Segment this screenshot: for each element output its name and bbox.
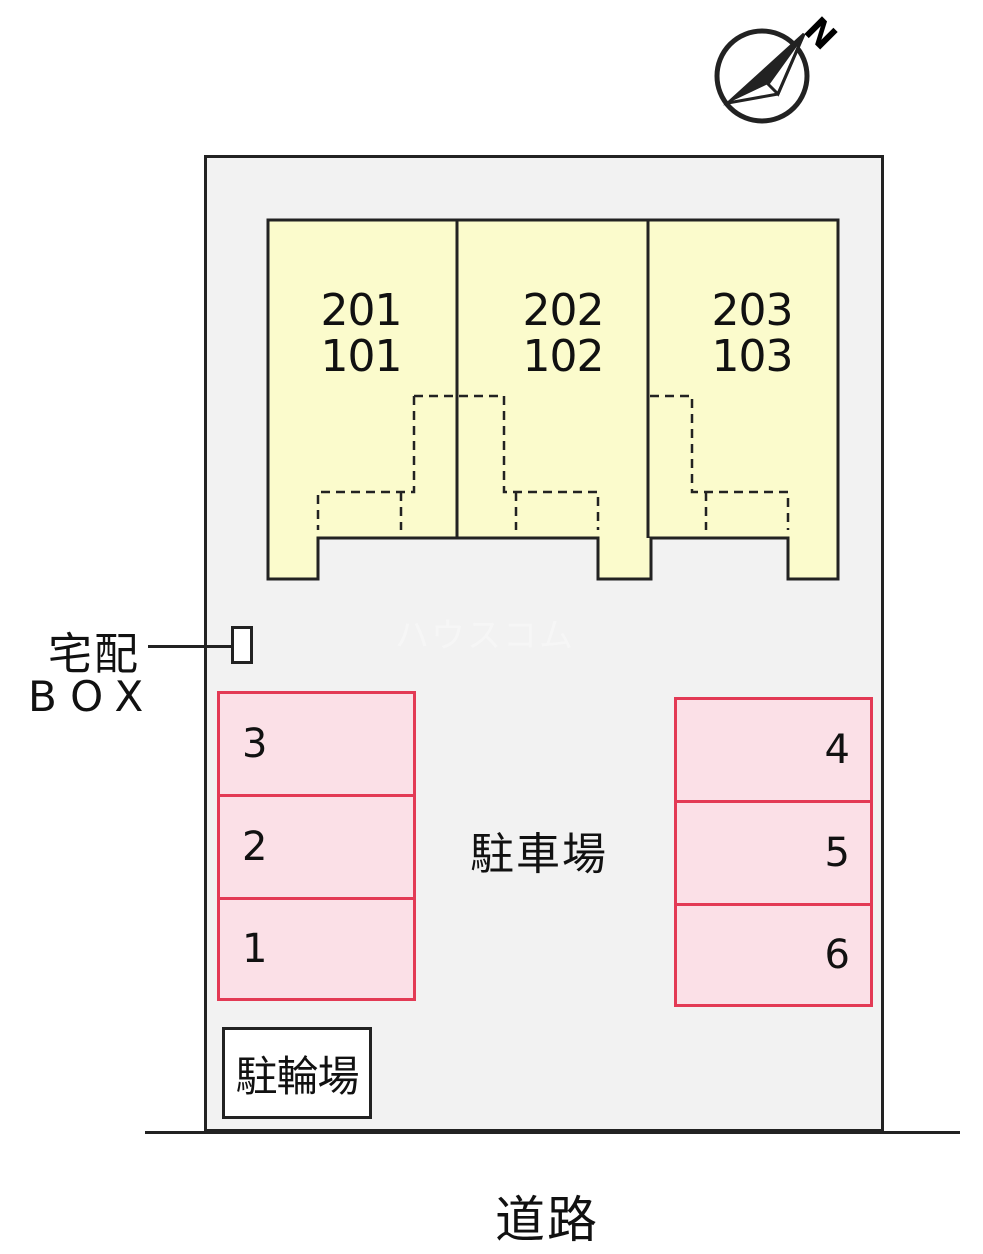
unit-number-lower: 102 (522, 331, 605, 382)
road-boundary-line (145, 1131, 960, 1134)
parking-space-number: 2 (242, 824, 268, 870)
delivery-box-label-box: BOX (28, 672, 158, 721)
delivery-box-label: 宅配 (48, 629, 140, 680)
road-label: 道路 (495, 1191, 599, 1249)
parking-space-1: 1 (217, 897, 416, 1001)
unit-label-202-102: 202 102 (503, 288, 623, 380)
parking-space-5: 5 (674, 800, 873, 906)
unit-number-upper: 202 (522, 285, 605, 336)
parking-space-number: 4 (824, 727, 850, 773)
parking-space-number: 1 (242, 926, 268, 972)
parking-label: 駐車場 (470, 829, 608, 880)
delivery-box-marker (231, 626, 253, 664)
parking-space-2: 2 (217, 794, 416, 900)
parking-space-number: 3 (242, 721, 268, 767)
parking-space-6: 6 (674, 903, 873, 1007)
unit-number-lower: 101 (320, 331, 403, 382)
watermark: ハウスコム (395, 616, 575, 656)
bicycle-parking: 駐輪場 (222, 1027, 372, 1119)
delivery-box-leader-line (148, 645, 232, 648)
unit-label-203-103: 203 103 (692, 288, 812, 380)
unit-number-upper: 201 (320, 285, 403, 336)
unit-number-upper: 203 (711, 285, 794, 336)
bicycle-parking-label: 駐輪場 (235, 1051, 359, 1101)
unit-label-201-101: 201 101 (301, 288, 421, 380)
compass-icon: N (714, 14, 838, 124)
parking-space-4: 4 (674, 697, 873, 803)
unit-number-lower: 103 (711, 331, 794, 382)
parking-space-number: 5 (824, 830, 850, 876)
parking-space-number: 6 (824, 932, 850, 978)
building (266, 218, 840, 581)
parking-space-3: 3 (217, 691, 416, 797)
